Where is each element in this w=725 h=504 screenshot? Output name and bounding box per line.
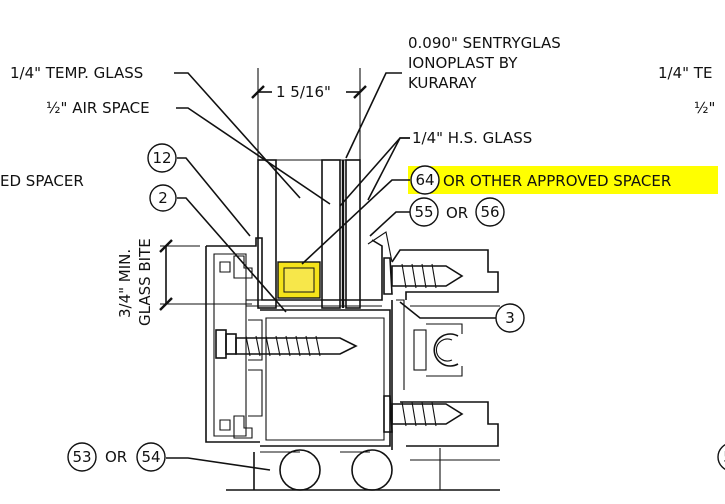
svg-text:12: 12 [152,149,171,167]
callout-2: 2 [149,184,177,212]
or-55-56-label: OR [446,204,468,222]
spacer-cut-label: ED SPACER [0,172,84,190]
right-cut-glass-label: 1/4" TE [658,64,712,82]
svg-text:5: 5 [723,448,725,466]
right-cut-air-label: ½" [694,99,715,117]
svg-text:53: 53 [72,448,91,466]
sentryglas-label-1: 0.090" SENTRYGLAS [408,34,561,52]
svg-text:64: 64 [415,171,434,189]
dimension-label: 1 5/16" [276,83,331,101]
min-bite-label-1: 3/4" MIN. [116,249,134,318]
callout-12: 12 [147,143,177,173]
temp-glass-label: 1/4" TEMP. GLASS [10,64,143,82]
glass-bite-dimension [159,239,252,311]
hs-glass-label: 1/4" H.S. GLASS [412,129,532,147]
leader-lines [166,72,496,471]
svg-text:3: 3 [505,309,515,327]
spacer-note-highlight [408,166,718,194]
svg-text:55: 55 [414,203,433,221]
sentryglas-label-2: IONOPLAST BY [408,54,518,72]
bottom-gaskets [226,448,500,491]
svg-text:54: 54 [141,448,160,466]
air-space-label: ½" AIR SPACE [46,99,150,117]
horizontal-screw [215,329,358,359]
callout-55: 55 [409,197,439,227]
callout-3: 3 [495,303,525,333]
callout-64: 64 [410,165,440,195]
callout-56: 56 [475,197,505,227]
width-dimension [251,68,367,160]
callout-53: 53 [67,442,97,472]
sentryglas-label-3: KURARAY [408,74,477,92]
or-53-54-label: OR [105,448,127,466]
svg-text:2: 2 [158,189,168,207]
callout-5-cut: 5 [717,444,725,470]
svg-text:56: 56 [480,203,499,221]
approved-spacer-label: OR OTHER APPROVED SPACER [443,172,671,190]
insulated-glass-unit [257,159,361,309]
lower-screw [383,395,464,433]
upper-screw [383,257,464,295]
min-bite-label-2: GLASS BITE [136,238,154,326]
callout-54: 54 [136,442,166,472]
